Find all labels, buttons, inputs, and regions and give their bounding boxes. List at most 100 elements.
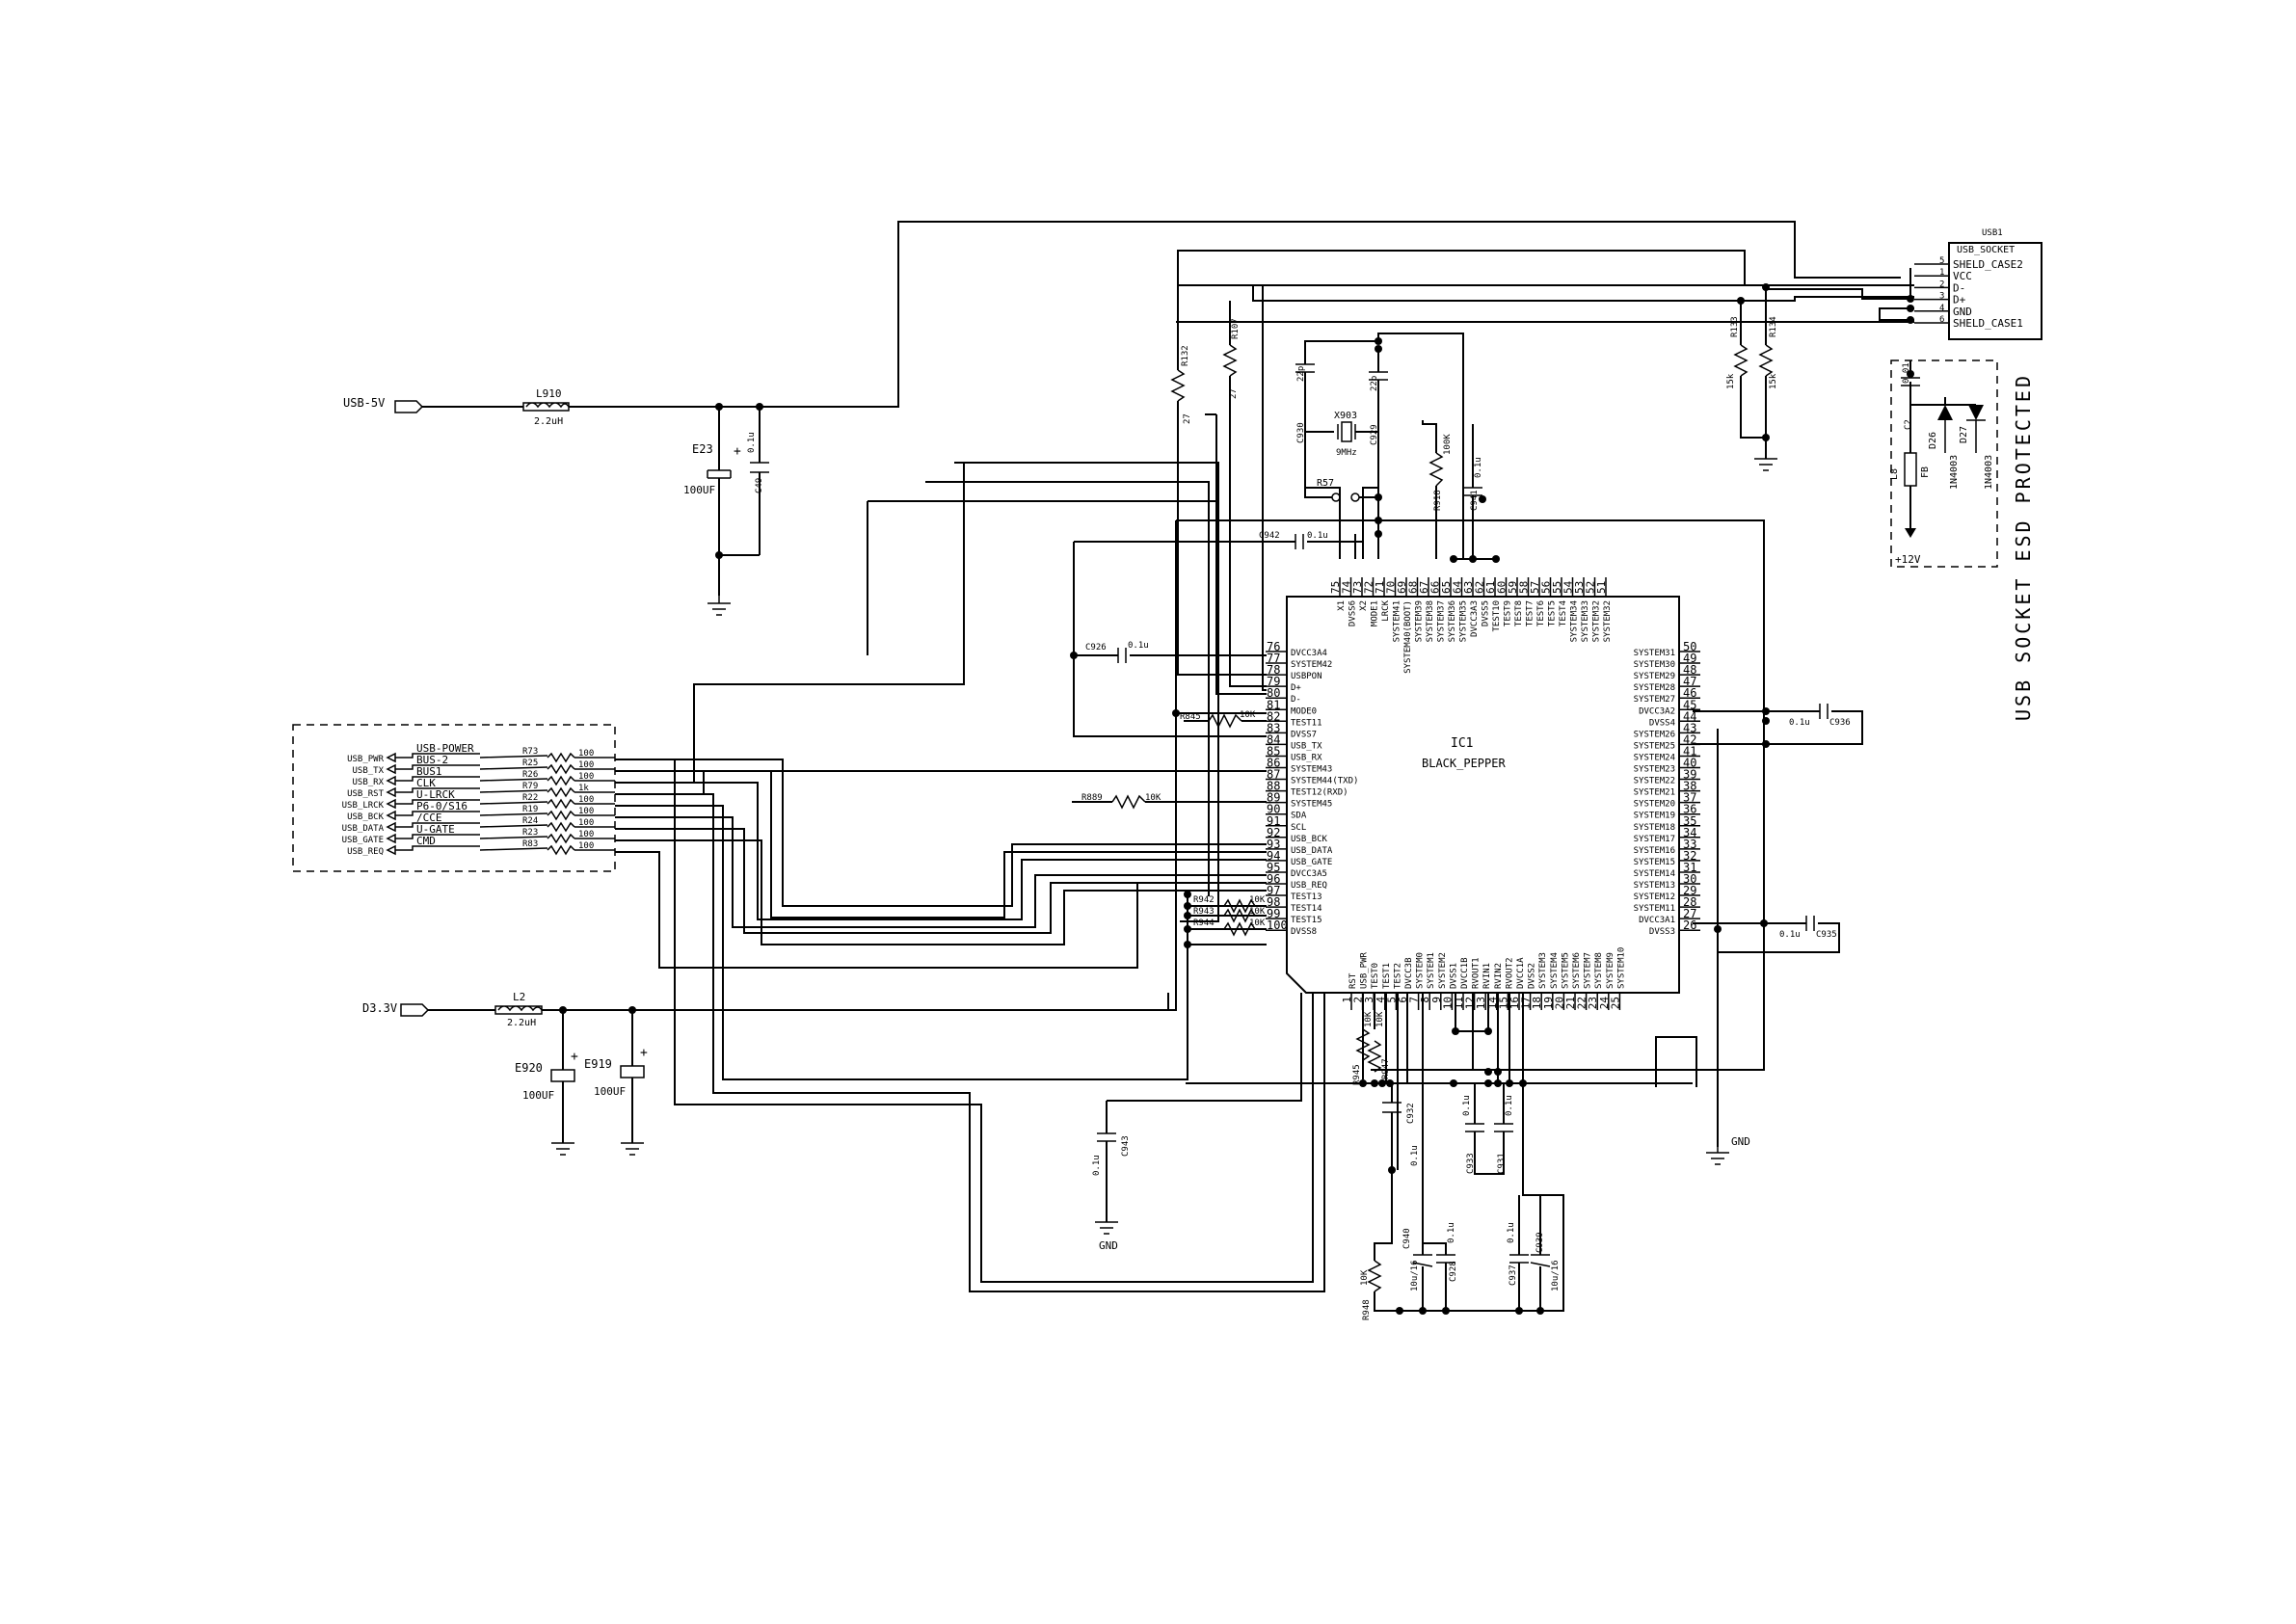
ic-pin-number: 57: [1529, 581, 1541, 594]
ic-pin-name: SYSTEM43: [1291, 765, 1332, 775]
ic-pin-number: 79: [1267, 675, 1280, 688]
port-arrow-icon: [386, 752, 396, 763]
resistor-ref: R73: [522, 747, 538, 757]
c943-capacitor: [1097, 1132, 1116, 1142]
ic-pin-name: SCL: [1291, 823, 1306, 833]
r845-value: 10K: [1240, 710, 1256, 720]
ic-pin-name: TEST4: [1559, 600, 1568, 626]
ic-pin-name: SDA: [1291, 812, 1307, 821]
ic-pin-name: SYSTEM14: [1634, 869, 1675, 879]
c940-capacitor: [1412, 1254, 1433, 1267]
ic-pin-name: D-: [1291, 695, 1301, 705]
c935-ref: C935: [1816, 930, 1837, 940]
ic-pin-number: 35: [1683, 814, 1696, 828]
resistor-ref: R79: [522, 782, 538, 791]
c943-ref: C943: [1121, 1135, 1131, 1157]
ic-pin-name: SYSTEM17: [1634, 835, 1675, 844]
series-resistor: [547, 786, 575, 798]
ic-pin-number: 29: [1683, 884, 1696, 897]
ic-pin-name: DVCC3A2: [1639, 706, 1675, 716]
resistor-value: 100: [578, 807, 594, 816]
ic-pin-number: 78: [1267, 663, 1280, 677]
ic-pin-number: 14: [1486, 997, 1499, 1010]
ic-pin-number: 33: [1683, 838, 1696, 851]
ic-pin-number: 53: [1573, 581, 1586, 594]
ic-pin-number: 36: [1683, 803, 1696, 816]
ic-pin-number: 51: [1595, 581, 1608, 594]
d26-diode: [1937, 405, 1953, 420]
bus-net-label: U-LRCK: [416, 788, 455, 801]
ic-pin-name: SYSTEM35: [1459, 600, 1469, 642]
connector-wire: [395, 764, 615, 770]
c926-ref: C926: [1085, 643, 1107, 652]
ic-pin-name: SYSTEM26: [1634, 730, 1675, 739]
ic-pin-name: X1: [1337, 600, 1347, 611]
series-resistor: [547, 844, 575, 856]
ic-pin-number: 99: [1267, 907, 1280, 920]
ic-pin-number: 47: [1683, 675, 1696, 688]
ic-pin-name: SYSTEM8: [1594, 952, 1604, 989]
port-arrow-icon: [386, 821, 396, 833]
ic-pin-name: SYSTEM24: [1634, 753, 1675, 762]
ic-pin-number: 92: [1267, 826, 1280, 839]
socket-pin-name: SHELD_CASE2: [1953, 258, 2023, 271]
ic-pin-name: DVCC1A: [1516, 957, 1526, 989]
ic-pin-name: RVOUT1: [1472, 957, 1482, 989]
e23-capacitor: [707, 469, 732, 479]
ic-pin-name: SYSTEM34: [1570, 600, 1580, 642]
connector-net-label: USB_DATA: [342, 824, 385, 834]
ic-pin-number: 7: [1408, 997, 1421, 1003]
ic-pin-number: 3: [1363, 997, 1375, 1003]
ic-pin-name: DVCC3A4: [1291, 649, 1327, 658]
ic1-ref: IC1: [1451, 736, 1473, 751]
socket-pin-name: GND: [1953, 306, 1972, 318]
ic-pin-number: 86: [1267, 757, 1280, 770]
e23-ref: E23: [692, 442, 713, 456]
r57-ref: R57: [1317, 478, 1334, 489]
ic-pin-name: DVSS2: [1528, 963, 1537, 989]
ic-pin-name: TEST15: [1291, 916, 1322, 925]
resistor-value: 100: [578, 772, 594, 782]
ic-pin-name: SYSTEM18: [1634, 823, 1675, 833]
ic-pin-name: SYSTEM28: [1634, 683, 1675, 693]
c2-ref: C2: [1904, 419, 1913, 430]
ic-pin-number: 16: [1508, 997, 1521, 1009]
ic-pin-number: 80: [1267, 686, 1280, 700]
supply-arrow-icon: [1905, 528, 1916, 538]
ic-pin-name: SYSTEM23: [1634, 765, 1675, 775]
ic-pin-number: 40: [1683, 757, 1696, 770]
ic-pin-number: 72: [1363, 581, 1375, 594]
series-resistor: [547, 752, 575, 763]
c926-value: 0.1u: [1128, 641, 1149, 651]
r134-value: 15k: [1769, 373, 1778, 389]
resistor-ref: R23: [522, 828, 538, 838]
ic-pin-number: 4: [1375, 997, 1387, 1003]
ic-pin-number: 34: [1683, 826, 1696, 839]
connector-wire: [395, 776, 615, 782]
r943-value: 10K: [1249, 907, 1266, 917]
c942-value: 0.1u: [1307, 531, 1328, 541]
ic-pin-number: 38: [1683, 780, 1696, 793]
c941-ref: C941: [1470, 490, 1480, 511]
connector-net-label: USB_REQ: [347, 847, 384, 857]
ic-pin-number: 5: [1385, 997, 1398, 1003]
c928-ref: C928: [1449, 1261, 1458, 1282]
port-arrow-icon: [386, 844, 396, 856]
ic-pin-name: SYSTEM2: [1438, 952, 1448, 989]
l8-ref: L8: [1889, 468, 1900, 480]
ic-pin-name: DVCC3B: [1404, 957, 1414, 989]
ic1-name: BLACK_PEPPER: [1422, 757, 1506, 770]
ic-pin-number: 10: [1441, 997, 1454, 1009]
ic-pin-number: 2: [1352, 997, 1365, 1003]
c936-capacitor: [1819, 704, 1829, 719]
ic-pin-number: 81: [1267, 698, 1280, 711]
c937-capacitor: [1509, 1254, 1529, 1264]
ic-pin-number: 68: [1407, 581, 1420, 594]
r943-ref: R943: [1193, 907, 1215, 917]
c941-capacitor: [1463, 487, 1482, 496]
